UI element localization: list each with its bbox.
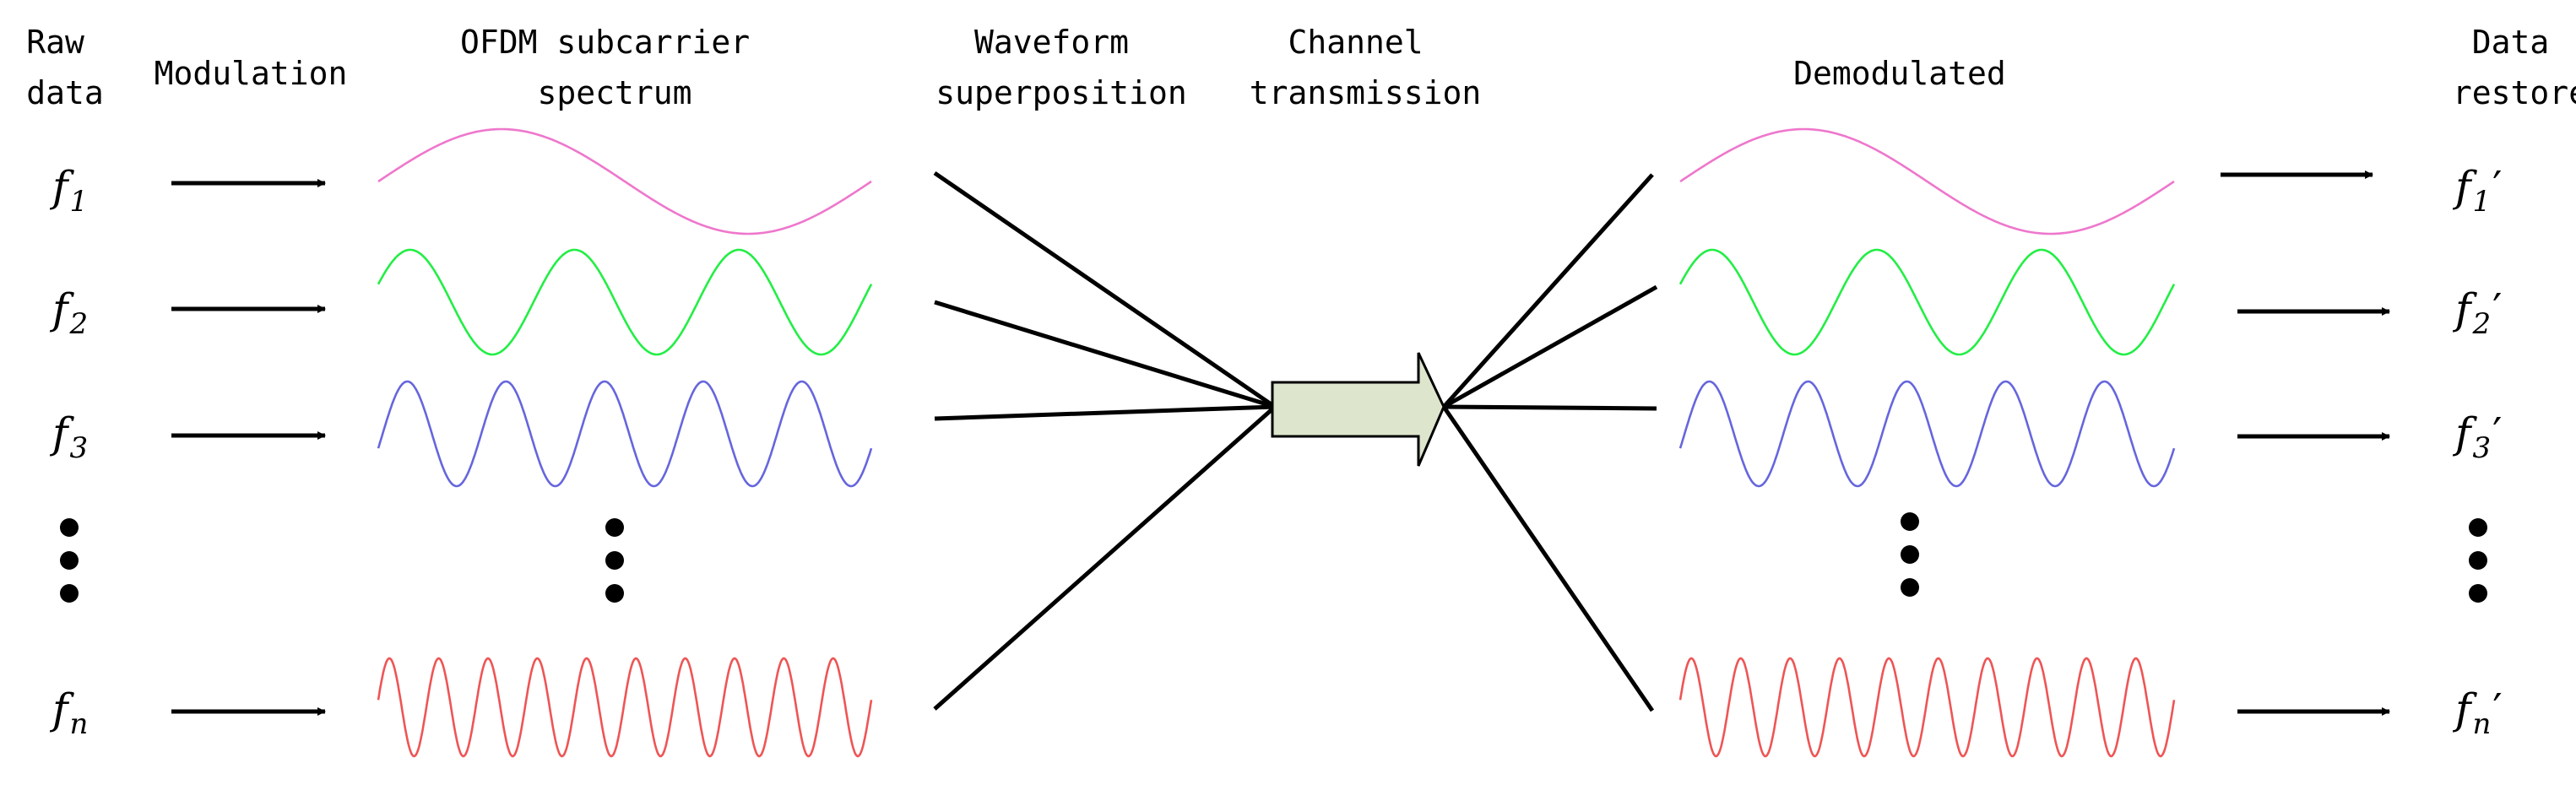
demodulated-wave-4 — [1678, 657, 2176, 758]
output-label-n: fn′ — [2452, 684, 2503, 741]
input-label-n: fn — [49, 684, 88, 741]
ofdm-subcarrier-waves — [377, 127, 873, 758]
input-ellipsis — [60, 518, 79, 603]
header-superposition: Waveform superposition — [935, 24, 1186, 111]
demodulated-wave-3 — [1678, 380, 2176, 488]
header-modulation: Modulation — [155, 55, 348, 92]
header-raw-data: Raw data — [26, 24, 104, 111]
subcarrier-wave-4 — [377, 657, 873, 758]
header-channel: Channel transmission — [1250, 24, 1482, 111]
demodulated-ellipsis — [1901, 512, 1919, 597]
header-ofdm-spectrum: OFDM subcarrier spectrum — [460, 24, 769, 111]
channel-arrow — [1271, 352, 1445, 467]
output-label-1: f1′ — [2452, 162, 2503, 219]
spectrum-ellipsis — [605, 518, 624, 603]
subcarrier-wave-2 — [377, 248, 873, 356]
output-label-3: f3′ — [2452, 409, 2503, 465]
subcarrier-wave-1 — [377, 127, 872, 235]
demodulated-waves — [1678, 127, 2176, 758]
demodulated-wave-2 — [1678, 248, 2176, 356]
header-demodulated: Demodulated — [1793, 55, 2006, 92]
header-data-restore: Data restore — [2453, 24, 2576, 111]
input-label-3: f3 — [49, 409, 88, 465]
input-label-2: f2 — [49, 284, 88, 341]
output-ellipsis — [2469, 518, 2487, 603]
input-label-1: f1 — [49, 162, 88, 219]
output-label-2: f2′ — [2452, 284, 2503, 341]
demodulation-lines — [1441, 173, 1658, 712]
superposition-lines — [933, 170, 1277, 711]
demodulated-wave-1 — [1679, 127, 2175, 235]
subcarrier-wave-3 — [377, 380, 873, 488]
